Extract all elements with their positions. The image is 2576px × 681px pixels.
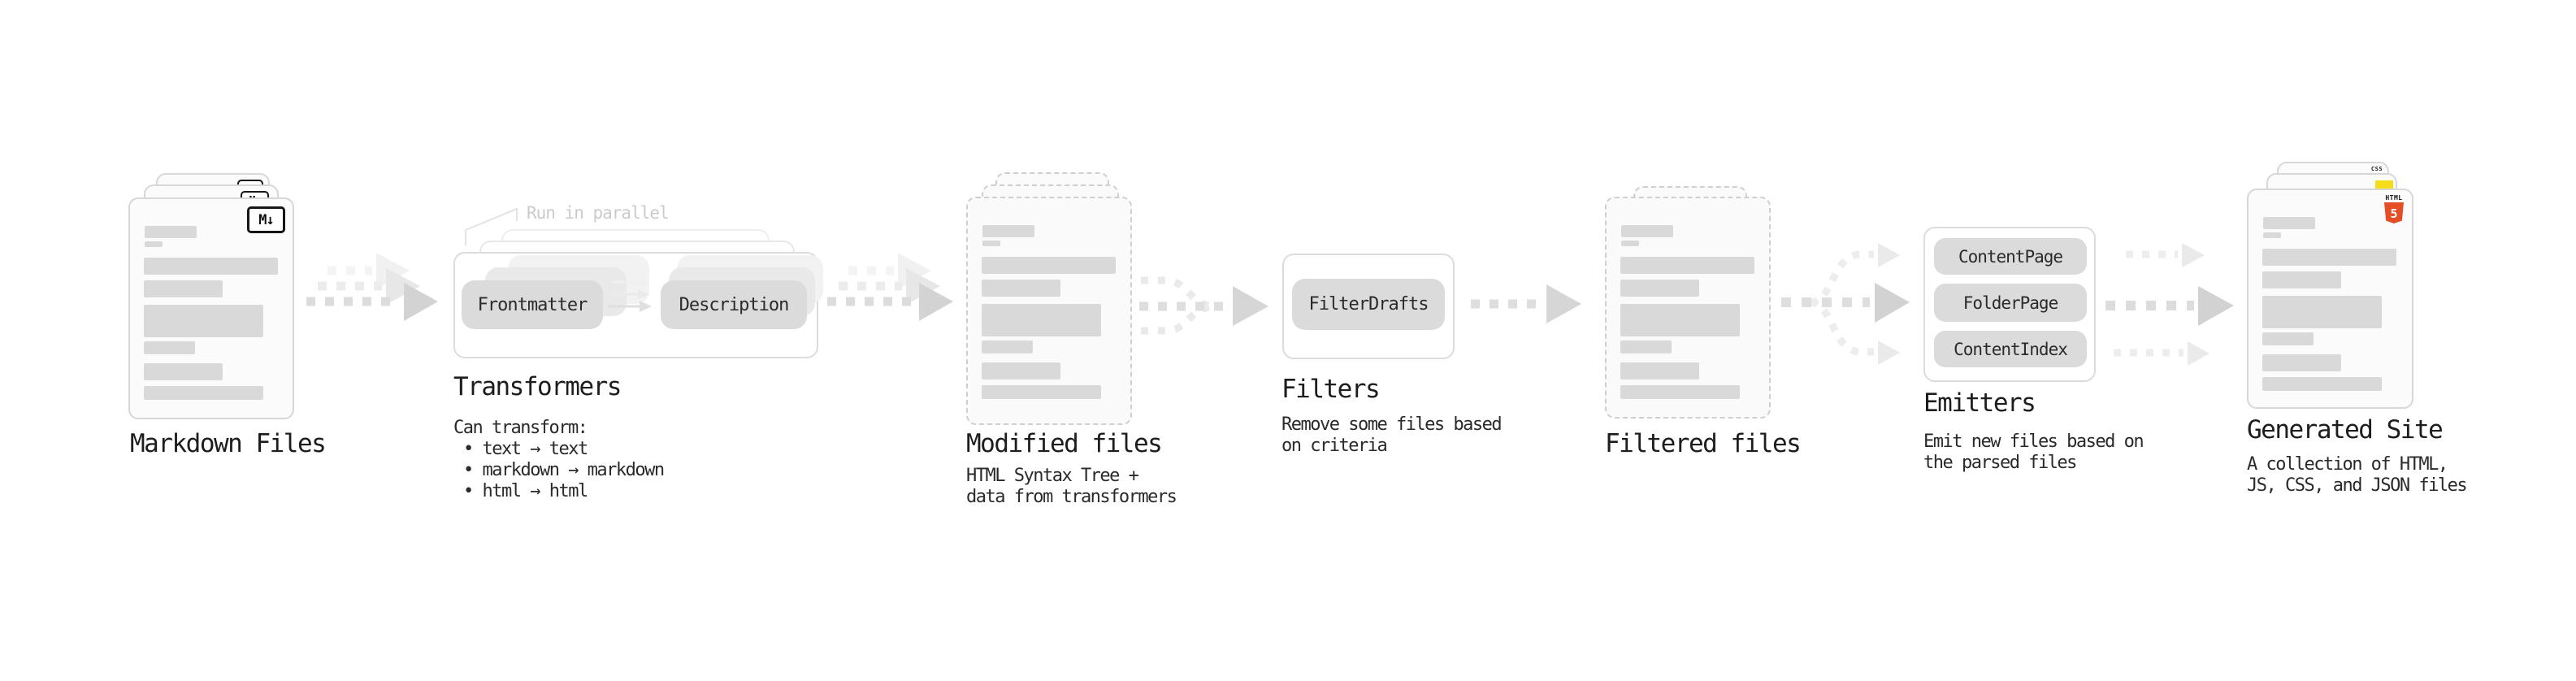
stage-label-transformers: Transformers [453, 372, 622, 401]
skeleton-bar [1620, 385, 1740, 399]
css-icon-label: CSS [2370, 166, 2383, 172]
desc-line: JS, CSS, and JSON files [2247, 475, 2468, 496]
skeleton-bar [2262, 377, 2382, 391]
desc-line: data from transformers [966, 487, 1177, 507]
skeleton-bar [2262, 296, 2382, 328]
arrow-filters-to-filtered [1471, 284, 1581, 323]
html5-icon: HTML 5 [2383, 194, 2405, 223]
skeleton-bar [982, 225, 1034, 237]
skeleton-bar [1620, 362, 1699, 380]
skeleton-bar [1621, 241, 1639, 246]
skeleton-bar [144, 280, 223, 297]
stage-label-markdown-files: Markdown Files [130, 429, 327, 458]
modified-files-description: HTML Syntax Tree + data from transformer… [966, 466, 1177, 508]
plugin-pill-contentpage: ContentPage [1934, 238, 2087, 275]
skeleton-bar [145, 226, 197, 238]
plugin-pill-contentindex: ContentIndex [1934, 331, 2087, 367]
arrow-transformers-to-modified [827, 253, 953, 321]
skeleton-bar [1620, 304, 1740, 336]
arrow-filtered-to-emitters-split [1781, 243, 1910, 365]
skeleton-bar [2263, 217, 2315, 229]
transformers-description: Can transform: • text → text • markdown … [453, 418, 665, 502]
skeleton-bar [1620, 280, 1699, 297]
html5-icon-shield: 5 [2384, 202, 2404, 223]
skeleton-bar [2262, 332, 2314, 345]
run-in-parallel-callout: Run in parallel [527, 203, 670, 223]
desc-line: the parsed files [1923, 453, 2077, 473]
skeleton-bar [982, 257, 1116, 274]
skeleton-bar [982, 385, 1101, 399]
arrows-emitters-to-site [2105, 243, 2234, 366]
stage-label-filters: Filters [1281, 375, 1381, 404]
html5-icon-label: HTML [2385, 194, 2403, 202]
arrow-modified-to-filters-merge [1139, 276, 1268, 335]
desc-line: • html → html [463, 481, 588, 501]
skeleton-bar [982, 304, 1101, 336]
skeleton-bar [982, 241, 1000, 246]
file-card-front [1605, 197, 1771, 419]
desc-line: Remove some files based [1281, 414, 1503, 435]
plugin-pill-folderpage: FolderPage [1934, 284, 2087, 322]
skeleton-bar [144, 258, 278, 275]
stage-label-filtered-files: Filtered files [1605, 429, 1802, 458]
filters-description: Remove some files based on criteria [1281, 414, 1503, 457]
skeleton-bar [145, 241, 163, 247]
skeleton-bar [982, 280, 1060, 297]
desc-line: Can transform: [453, 418, 588, 438]
skeleton-bar [1620, 340, 1672, 354]
skeleton-bar [982, 362, 1060, 380]
generated-site-description: A collection of HTML, JS, CSS, and JSON … [2247, 454, 2468, 497]
file-card-front [966, 197, 1132, 425]
skeleton-bar [144, 363, 223, 380]
plugin-pill-frontmatter: Frontmatter [462, 280, 603, 329]
desc-line: • markdown → markdown [463, 460, 665, 480]
desc-line: • text → text [463, 439, 588, 459]
stage-label-generated-site: Generated Site [2247, 415, 2444, 445]
stage-label-modified-files: Modified files [966, 429, 1163, 458]
file-card-front-html: HTML 5 [2247, 189, 2413, 409]
desc-line: HTML Syntax Tree + [966, 466, 1139, 486]
desc-line: Emit new files based on [1923, 432, 2144, 452]
skeleton-bar [144, 305, 263, 337]
desc-line: A collection of HTML, [2247, 454, 2448, 475]
skeleton-bar [144, 386, 263, 400]
plugin-pill-filterdrafts: FilterDrafts [1292, 279, 1445, 330]
skeleton-bar [1620, 257, 1754, 274]
skeleton-bar [1621, 225, 1673, 237]
plugin-pill-description: Description [661, 280, 807, 329]
file-card-front: M↓ [128, 197, 294, 419]
arrow-markdown-to-transformers [306, 253, 438, 321]
skeleton-bar [2263, 232, 2281, 238]
html5-icon-digit: 5 [2390, 206, 2398, 221]
stage-label-emitters: Emitters [1923, 388, 2036, 418]
skeleton-bar [144, 341, 195, 354]
skeleton-bar [2262, 271, 2341, 288]
desc-line: on criteria [1281, 436, 1388, 456]
skeleton-bar [2262, 249, 2396, 266]
emitters-description: Emit new files based on the parsed files [1923, 432, 2144, 474]
skeleton-bar [982, 340, 1033, 354]
skeleton-bar [2262, 354, 2341, 371]
markdown-icon: M↓ [247, 206, 285, 233]
